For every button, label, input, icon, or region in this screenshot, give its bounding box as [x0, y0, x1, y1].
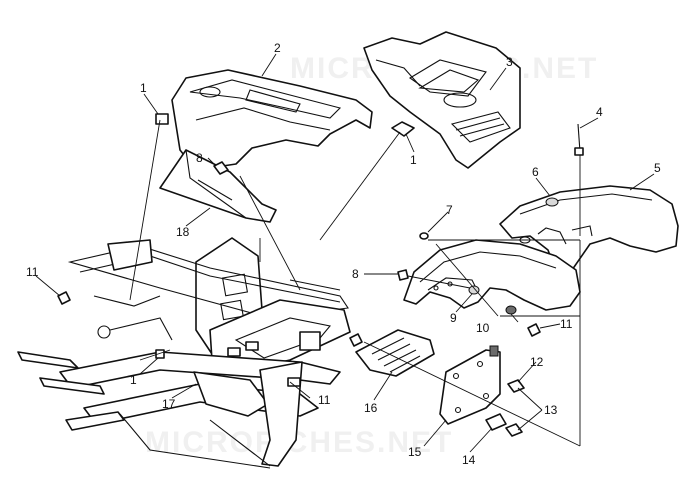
callout-4: 4	[596, 105, 603, 119]
callout-12: 12	[530, 355, 544, 369]
callout-10: 10	[476, 321, 490, 335]
bushing-1c	[155, 349, 165, 359]
part-rear-console	[363, 31, 521, 169]
callout-5: 5	[654, 161, 661, 175]
callout-18: 18	[176, 225, 190, 239]
bushing-1b	[391, 121, 415, 137]
callout-8-right: 8	[352, 267, 359, 281]
bolt-11b	[527, 323, 541, 337]
part-splash-panel	[159, 149, 277, 223]
nut-13	[505, 423, 523, 437]
callout-17: 17	[162, 397, 176, 411]
washer-9	[468, 285, 480, 295]
callout-1-top-left: 1	[140, 81, 147, 95]
bushing-1a	[155, 113, 169, 125]
part-footrest	[355, 329, 435, 377]
watermark-bottom: MICROFICHES.NET	[145, 426, 453, 459]
callout-2: 2	[274, 41, 281, 55]
washer-10	[505, 305, 517, 315]
part-bracket	[485, 413, 507, 431]
callout-1-mid: 1	[410, 153, 417, 167]
part-frame	[17, 237, 351, 469]
callout-pointers	[35, 53, 655, 453]
part-rod	[574, 123, 584, 236]
callout-15: 15	[408, 445, 422, 459]
callout-11-bottom: 11	[318, 393, 331, 407]
callout-14: 14	[462, 453, 476, 467]
callout-13: 13	[544, 403, 558, 417]
callout-8-top: 8	[196, 151, 203, 165]
part-front-cover	[171, 69, 373, 171]
callout-16: 16	[364, 401, 378, 415]
hardware-small-parts	[57, 113, 541, 437]
callout-6: 6	[532, 165, 539, 179]
nut-12	[507, 379, 525, 393]
bolt-11a	[57, 291, 71, 305]
callout-1-bottom: 1	[130, 373, 137, 387]
screw-7	[419, 232, 429, 240]
callout-7: 7	[446, 203, 453, 217]
screw-8a	[213, 161, 229, 175]
screw-8c	[349, 333, 363, 347]
assembly-leader-lines	[129, 119, 581, 447]
screw-8b	[397, 269, 409, 281]
part-license-plate	[439, 345, 501, 425]
bushing-11	[287, 377, 301, 387]
callout-11-right: 11	[560, 317, 573, 331]
callout-3: 3	[506, 55, 513, 69]
callout-labels: 2 3 4 5 1 1 6 7 8 8 9 10 11 12 13 14 15 …	[26, 41, 661, 467]
part-rear-fender	[499, 185, 679, 273]
callout-11-left: 11	[26, 265, 39, 279]
callout-9: 9	[450, 311, 457, 325]
